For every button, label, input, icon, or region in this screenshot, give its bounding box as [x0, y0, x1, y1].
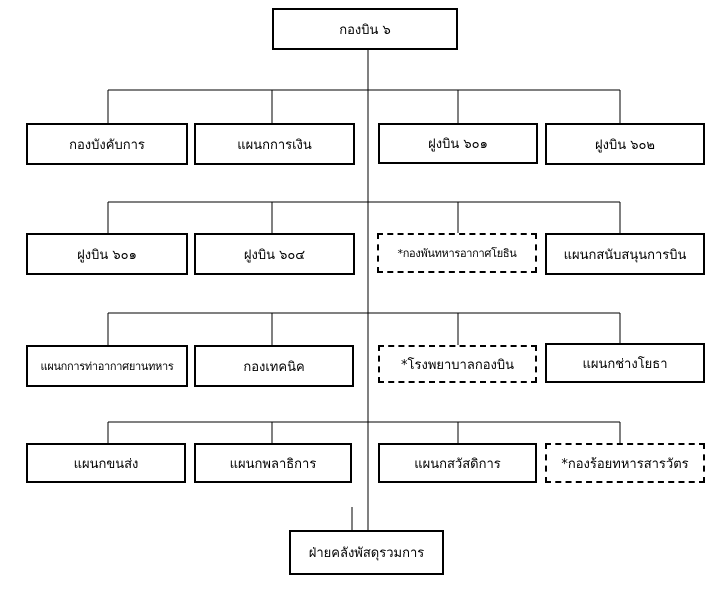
node-military-airport-section: แผนกการท่าอากาศยานทหาร: [26, 345, 188, 387]
node-squadron-602: ฝูงบิน ๖๐๒: [545, 123, 705, 165]
node-quartermaster-section: แผนกพลาธิการ: [194, 443, 352, 483]
node-central-supply-division: ฝ่ายคลังพัสดุรวมการ: [289, 530, 444, 575]
node-squadron-601: ฝูงบิน ๖๐๑: [378, 123, 538, 164]
node-flight-support-section: แผนกสนับสนุนการบิน: [545, 233, 705, 275]
node-squadron-604: ฝูงบิน ๖๐๔: [194, 233, 355, 275]
root-node: กองบิน ๖: [272, 8, 458, 50]
node-finance-section: แผนกการเงิน: [194, 123, 355, 165]
node-military-police-company: *กองร้อยทหารสารวัตร: [545, 443, 705, 483]
node-air-infantry-battalion: *กองพันทหารอากาศโยธิน: [377, 233, 537, 273]
node-welfare-section: แผนกสวัสดิการ: [378, 443, 537, 483]
node-technical-division: กองเทคนิค: [194, 345, 354, 387]
node-civil-engineering-section: แผนกช่างโยธา: [545, 343, 705, 383]
node-command-division: กองบังคับการ: [26, 123, 188, 165]
node-transportation-section: แผนกขนส่ง: [26, 443, 186, 483]
node-squadron-601b: ฝูงบิน ๖๐๑: [26, 233, 188, 275]
node-wing-hospital: *โรงพยาบาลกองบิน: [378, 345, 537, 383]
